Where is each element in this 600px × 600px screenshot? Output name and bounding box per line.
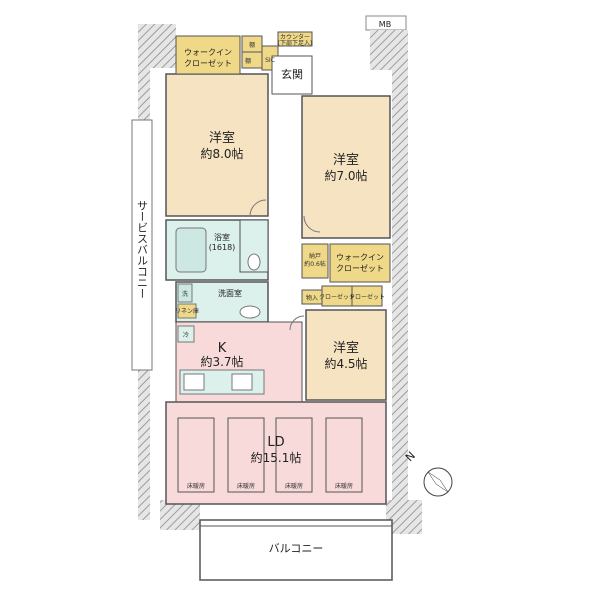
rack-fill [177,303,197,319]
floor-heating-1: 床暖房 [187,482,205,490]
compass-rose [423,467,453,497]
door-arc [289,315,305,331]
bathroom-name: 浴室 [214,232,230,242]
room-west-name: 洋室 [209,130,235,146]
nando-line2: 約0.6帖 [304,260,326,268]
east-wall [392,70,408,510]
mb-label: MB [379,20,391,29]
nando-line1: 納戸 [309,252,321,260]
stove-icon [183,373,205,391]
nando-fill [301,243,329,279]
room-east-name: 洋室 [333,152,359,168]
floor-heat-4 [325,417,363,493]
sink-icon [239,305,261,319]
ld-size: 約15.1帖 [251,450,302,465]
kitchen-sink-icon [231,373,253,391]
mb-wall [370,30,408,70]
rack-label: リネン庫 [175,307,199,315]
kitchen-size: 約3.7帖 [200,354,243,369]
balcony-area [199,519,393,581]
ld-name: LD [267,435,284,450]
kitchen-name: K [218,341,227,356]
rei-label: 冷 [183,331,189,339]
walkin-top-line1: ウォークイン [184,48,232,57]
walkin-top-line2: クローゼット [184,58,232,68]
bathroom-size: (1618) [209,243,236,252]
floor-heat-3 [275,417,313,493]
genkan-label: 玄関 [281,67,303,81]
floor-heating-3: 床暖房 [285,482,303,490]
wash-label: 洗 [182,290,188,298]
fridge [177,325,195,343]
north-wall-left [138,24,176,68]
room-east-fill [301,95,391,239]
room-west-fill [165,73,269,217]
walkin-mid-line2: クローゼット [336,263,384,273]
counter-line1: カウンター [280,33,310,41]
closet-1-label: クローゼット [319,293,355,301]
closet2-fill [351,285,383,307]
walkin-mid-fill [329,243,391,283]
walkin-mid-line1: ウォークイン [336,253,384,262]
walkin-top-fill [175,35,241,75]
room-east-size: 約7.0帖 [324,168,367,183]
floor-heating-2: 床暖房 [237,482,255,490]
room-south-fill [305,309,387,401]
balcony-label: バルコニー [269,542,324,555]
monoire-label: 物入 [306,294,318,302]
senmenshitsu-label: 洗面室 [218,288,242,298]
counter-fill [277,31,313,47]
floor-heating-4: 床暖房 [335,482,353,490]
counter-line2: (下部下足入) [278,39,313,47]
floor-heat-2 [227,417,265,493]
bathtub [175,227,207,273]
washer-fill [177,283,193,303]
floor-heat-1 [177,417,215,493]
toilet-icon [247,253,261,271]
service-balcony-label: サービスバルコニー [136,200,149,299]
closet-2-label: クローゼット [349,293,385,301]
room-south-name: 洋室 [333,340,359,356]
genkan-fill [271,55,313,95]
tana-2-label: 棚 [245,57,251,65]
room-south-size: 約4.5帖 [324,356,367,371]
south-wall-left [160,500,200,530]
service-balcony [131,119,153,371]
tana-1-label: 棚 [249,41,255,49]
sic-label: SIC [265,57,275,64]
door-arc [249,199,267,217]
room-west-size: 約8.0帖 [200,146,243,161]
door-arc [303,215,321,233]
